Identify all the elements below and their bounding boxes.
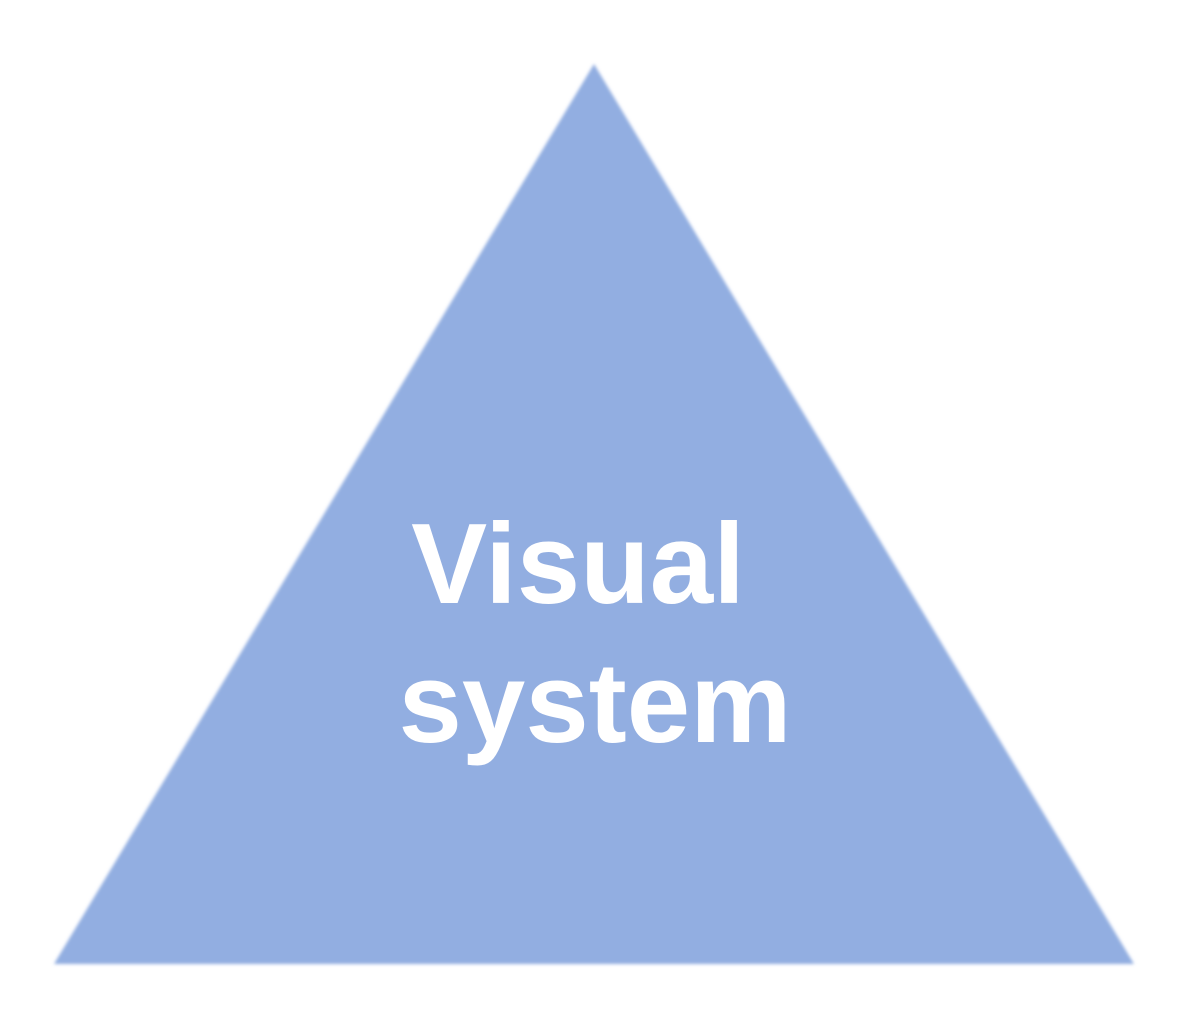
triangle-shape (54, 64, 1134, 964)
label-line-1: Visual (411, 501, 745, 628)
label-line-2: system (399, 640, 792, 767)
